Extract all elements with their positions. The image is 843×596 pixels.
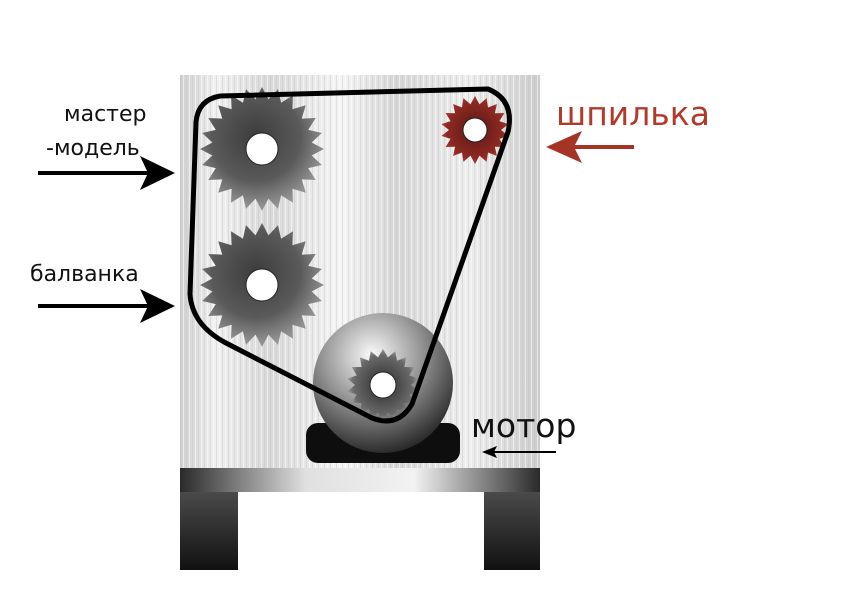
label-master-model-line1: мастер <box>64 102 147 127</box>
label-blank: балванка <box>30 262 139 287</box>
gear-icon <box>200 87 324 211</box>
label-motor: мотор <box>471 406 577 445</box>
gear-hole <box>369 371 397 399</box>
motor <box>306 313 460 463</box>
arrow-left-icon <box>546 131 634 163</box>
arrow-right-icon <box>38 156 175 190</box>
label-pin: шпилька <box>556 94 710 133</box>
arrow-left-icon <box>482 446 556 458</box>
gear-icon <box>200 223 324 347</box>
arrow-right-icon <box>38 289 175 323</box>
machine-base <box>180 468 540 570</box>
gear-hole <box>462 117 488 143</box>
gear-hole <box>245 268 279 302</box>
label-master-model-line2: -модель <box>46 136 140 161</box>
drive-belt <box>187 86 512 424</box>
gear-hole <box>245 132 279 166</box>
gear-icon <box>347 349 419 421</box>
gear-icon <box>441 96 509 164</box>
